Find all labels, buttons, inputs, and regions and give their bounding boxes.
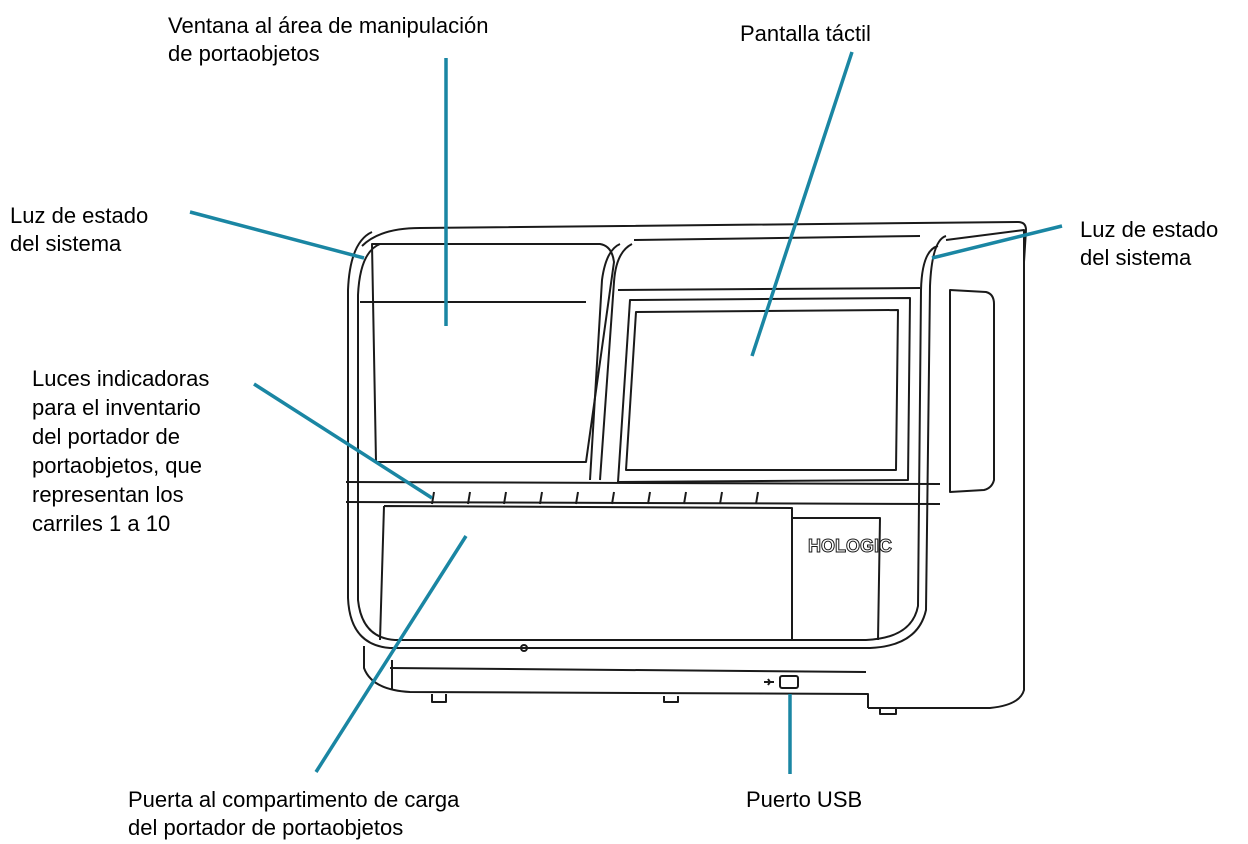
leader-line-touchscreen [750,51,854,357]
callout-status-light-right: Luz de estado del sistema [1080,216,1218,272]
leader-line-indicator-lights [253,382,433,500]
indicator-light [539,491,543,505]
indicator-light [719,491,723,505]
indicator-light [611,491,615,505]
callout-loading-door-line: Puerta al compartimento de carga [128,787,460,812]
callout-loading-door: Puerta al compartimento de carga del por… [128,786,459,842]
callout-status-light-right-line: del sistema [1080,245,1192,270]
callout-indicator-lights: Luces indicadoras para el inventario del… [32,364,209,538]
front-frame [347,231,947,649]
callout-indicator-lights-line: Luces indicadoras [32,366,210,391]
callout-indicator-lights-line: del portador de [32,424,180,449]
indicator-light [575,491,579,505]
callout-status-light-left-line: Luz de estado [10,203,149,228]
callout-window-line: de portaobjetos [168,41,320,66]
leader-line-status-light-left [189,210,365,260]
callout-touchscreen-line: Pantalla táctil [740,21,871,46]
indicator-light [647,491,651,505]
device-base [363,646,869,708]
callout-status-light-left: Luz de estado del sistema [10,202,148,258]
indicator-rail [345,481,941,485]
indicator-light [755,491,759,505]
loading-door [379,505,793,641]
device-right-side [868,229,1025,709]
leader-line-status-light-right [931,224,1063,260]
usb-port [779,675,799,689]
indicator-light [503,491,507,505]
indicator-light [467,491,471,505]
callout-indicator-lights-line: carriles 1 a 10 [32,511,171,536]
usb-icon [764,678,774,686]
callout-status-light-left-line: del sistema [10,231,122,256]
device-top-lid [361,221,1027,263]
brand-logo: HOLOGIC [808,536,892,556]
leader-line-loading-door [314,535,468,773]
callout-status-light-right-line: Luz de estado [1080,217,1219,242]
indicator-light [683,491,687,505]
callout-indicator-lights-line: portaobjetos, que [32,453,203,478]
callout-window: Ventana al área de manipulación de porta… [168,12,488,68]
callout-indicator-lights-line: para el inventario [32,395,201,420]
indicator-light [431,491,435,505]
touchscreen [625,309,899,471]
callout-indicator-lights-line: representan los [32,482,184,507]
touchscreen-bezel [617,297,911,483]
callout-touchscreen: Pantalla táctil [740,20,871,48]
slide-window [371,243,615,463]
callout-usb-port-line: Puerto USB [746,787,863,812]
callout-usb-port: Puerto USB [746,786,862,814]
callout-loading-door-line: del portador de portaobjetos [128,815,404,840]
callout-window-line: Ventana al área de manipulación [168,13,489,38]
side-window [949,289,995,493]
